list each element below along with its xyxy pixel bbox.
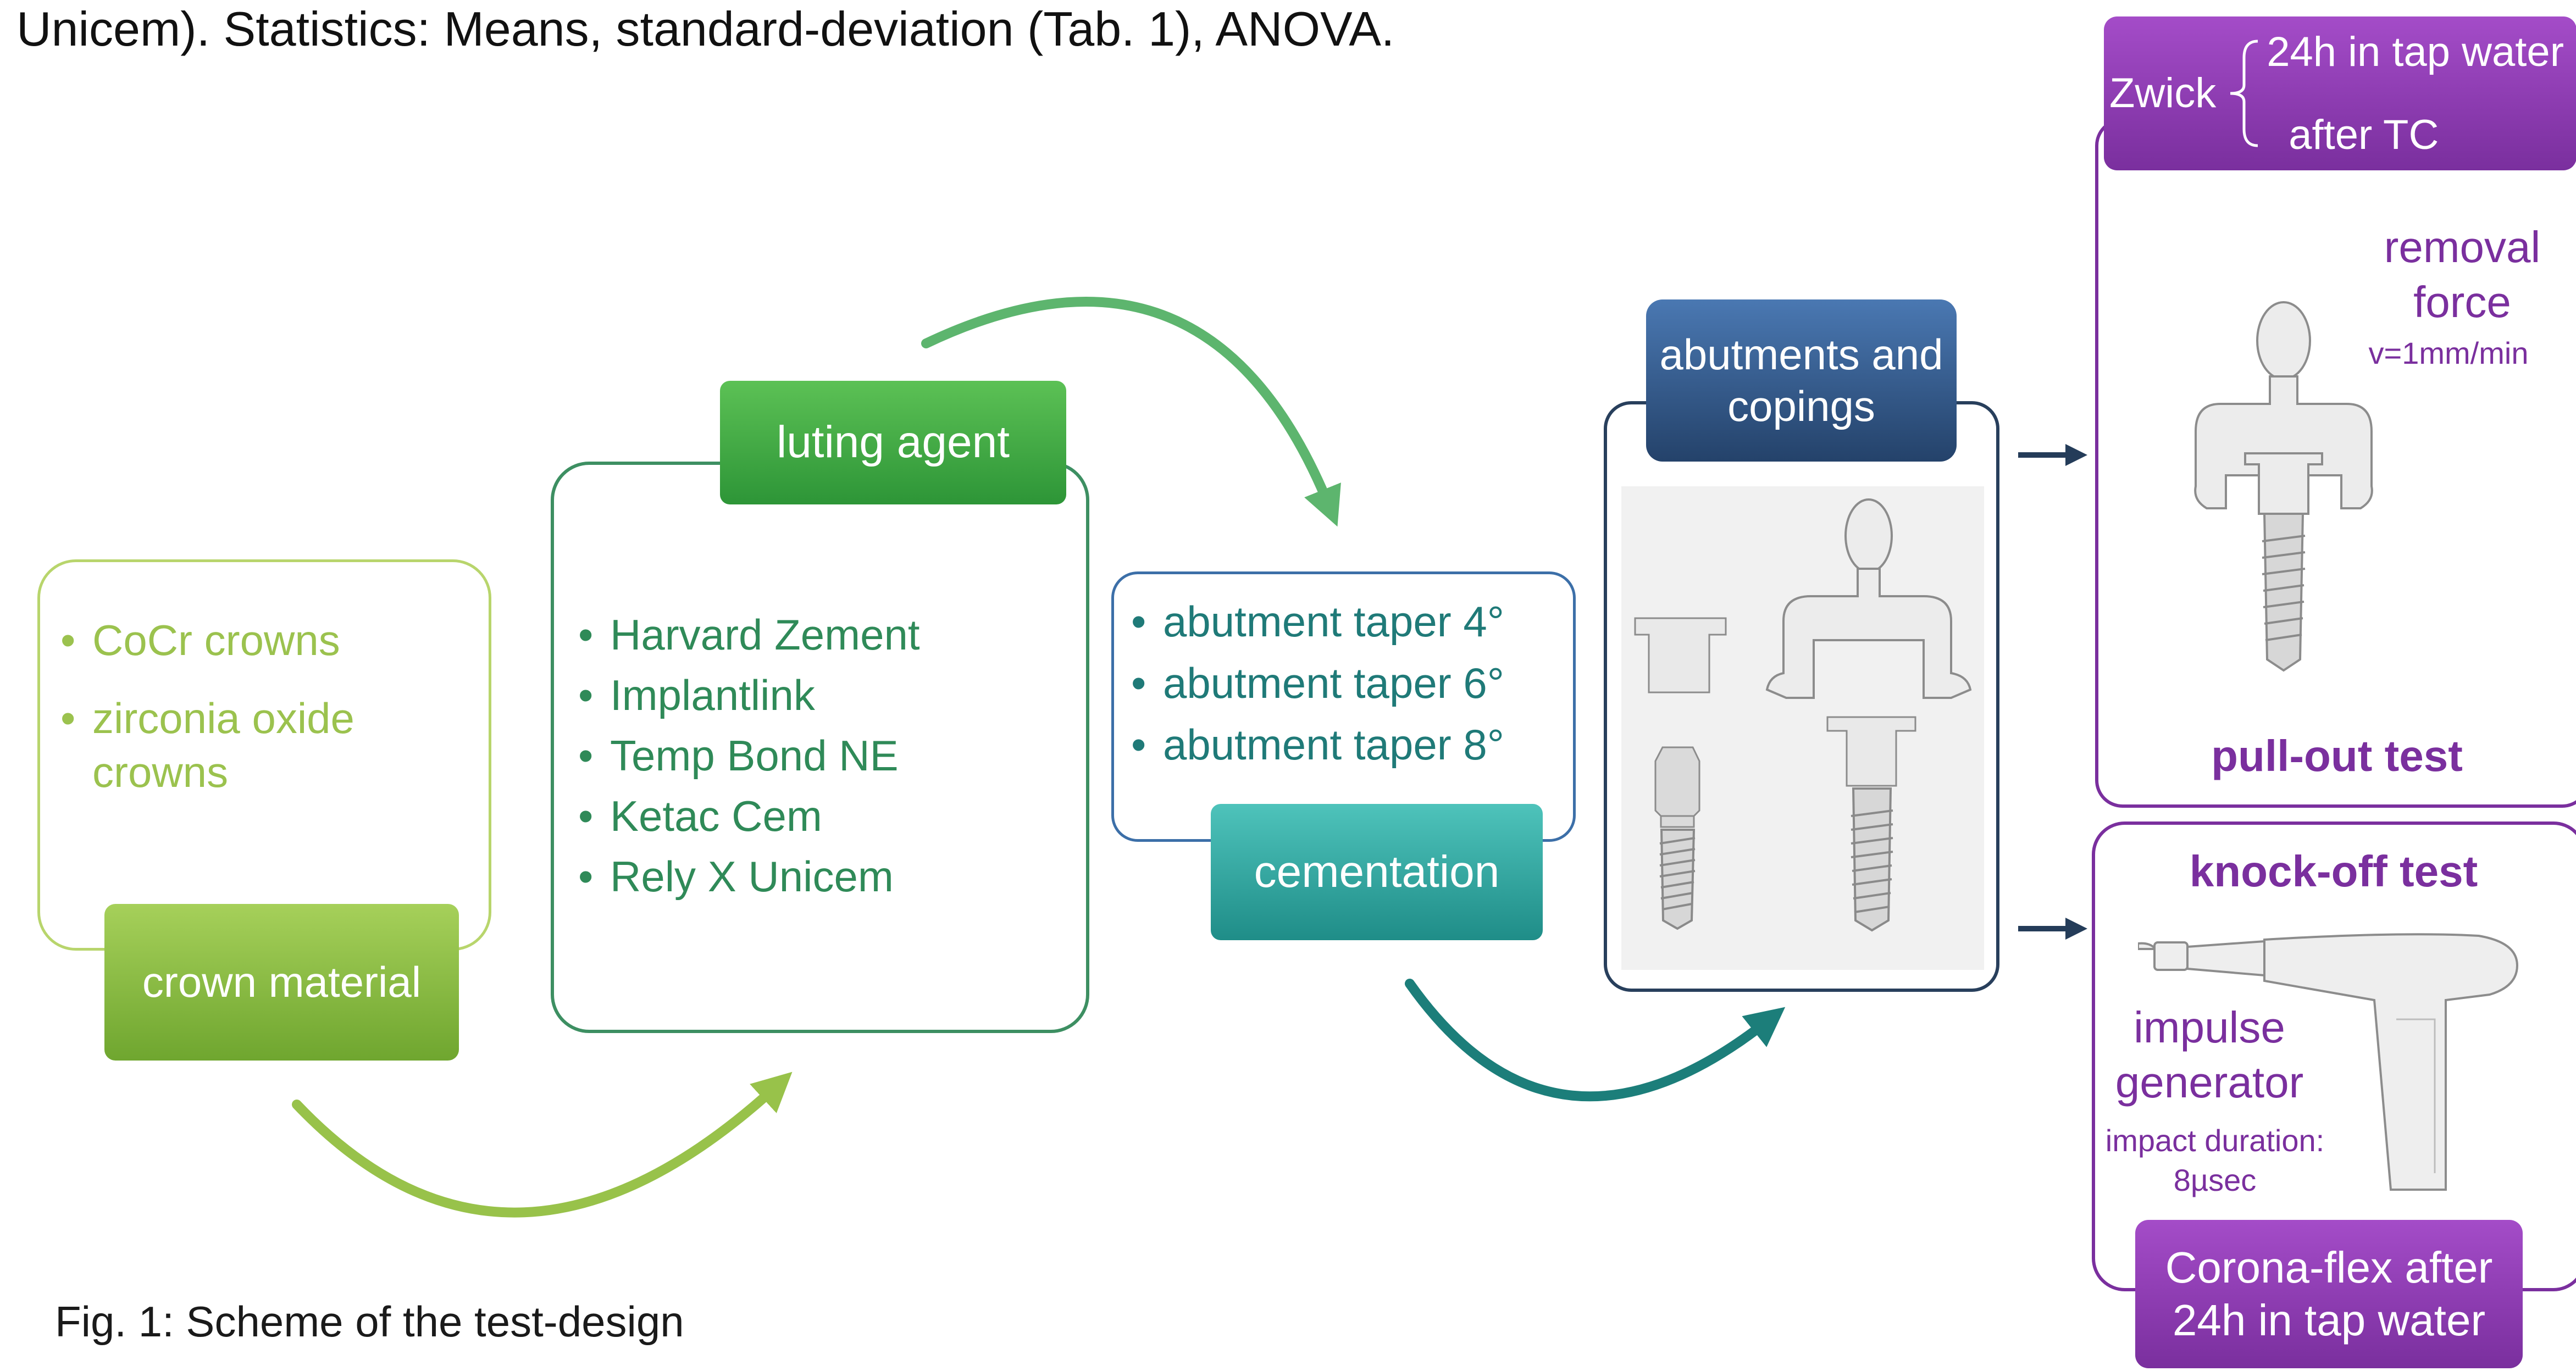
condition-after-tc: after TC	[2289, 112, 2439, 158]
corona-flex-line1: Corona-flex after	[2165, 1243, 2493, 1292]
arrow-crown-to-luting	[292, 1072, 793, 1218]
implant-screw-icon	[1851, 787, 1893, 932]
abutments-title: abutments and copings	[1646, 299, 1957, 462]
abutment-small-icon	[1654, 746, 1700, 828]
luting-item: Temp Bond NE	[578, 725, 920, 786]
corona-flex-line2: 24h in tap water	[2172, 1296, 2486, 1345]
corona-flex-device-icon	[2138, 933, 2519, 1191]
knock-off-box	[2092, 822, 2576, 1291]
cementation-list: abutment taper 4° abutment taper 6° abut…	[1131, 591, 1504, 775]
brace-icon	[2230, 40, 2258, 147]
cementation-item: abutment taper 6°	[1131, 652, 1504, 714]
condition-tap-water: 24h in tap water	[2267, 28, 2564, 75]
luting-agent-title: luting agent	[720, 381, 1066, 504]
arrow-cementation-to-abutments	[1405, 979, 1786, 1102]
abutments-title-line2: copings	[1727, 381, 1875, 430]
impact-duration-label: impact duration: 8µsec	[2099, 1121, 2330, 1200]
removal-line2: force	[2413, 277, 2511, 326]
zwick-label: Zwick	[2109, 70, 2217, 117]
crown-material-list: CoCr crowns zirconia oxide crowns	[60, 615, 433, 799]
luting-item: Ketac Cem	[578, 786, 920, 846]
pull-out-title: pull-out test	[2211, 731, 2463, 780]
impulse-line1: impulse	[2134, 1003, 2285, 1052]
removal-line1: removal	[2384, 223, 2541, 271]
corona-flex-title: Corona-flex after 24h in tap water	[2135, 1220, 2523, 1368]
abutments-title-line1: abutments and	[1659, 330, 1943, 379]
pull-out-specimen	[2194, 301, 2373, 672]
coping-icon	[1634, 617, 1727, 693]
cementation-item: abutment taper 8°	[1131, 714, 1504, 775]
impulse-generator-label: impulse generator	[2105, 1000, 2314, 1110]
crown-item: CoCr crowns	[60, 615, 433, 665]
impulse-line2: generator	[2115, 1058, 2304, 1107]
luting-item: Implantlink	[578, 665, 920, 725]
pull-head-icon	[1765, 498, 1972, 699]
statistics-text: Unicem). Statistics: Means, standard-dev…	[16, 2, 1395, 56]
arrow-luting-to-cementation	[921, 297, 1341, 527]
implant-screw-icon	[1659, 829, 1696, 930]
crown-item: zirconia oxide crowns	[60, 692, 433, 799]
cementation-item: abutment taper 4°	[1131, 591, 1504, 652]
impact-line2: 8µsec	[2173, 1163, 2257, 1197]
zwick-header: Zwick 24h in tap water after TC	[2104, 16, 2576, 170]
removal-force-label: removal force	[2358, 220, 2567, 330]
crown-material-title: crown material	[104, 904, 459, 1061]
luting-agent-list: Harvard Zement Implantlink Temp Bond NE …	[578, 604, 920, 907]
luting-item: Harvard Zement	[578, 604, 920, 665]
luting-item: Rely X Unicem	[578, 846, 920, 907]
velocity-label: v=1mm/min	[2368, 336, 2529, 370]
impact-line1: impact duration:	[2105, 1123, 2325, 1158]
figure-caption: Fig. 1: Scheme of the test-design	[55, 1297, 684, 1346]
cementation-title: cementation	[1211, 804, 1543, 940]
coping-on-abutment-icon	[1826, 716, 1916, 787]
knock-off-title: knock-off test	[2189, 847, 2478, 896]
abutment-illustrations	[1621, 486, 1984, 970]
